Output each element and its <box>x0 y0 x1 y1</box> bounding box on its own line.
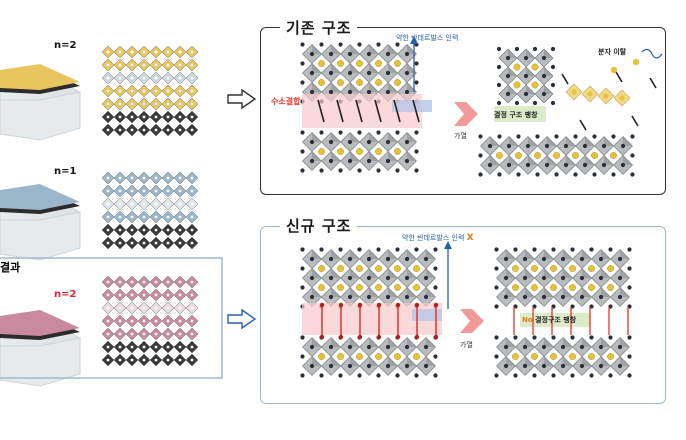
crystal-stack-1 <box>101 45 199 137</box>
old-hbond-text: 수소결합 <box>271 97 301 106</box>
old-detach-text: 분자 이탈 <box>598 48 627 56</box>
film-stack-2 <box>0 184 82 261</box>
film-stack-3 <box>0 310 82 387</box>
old-heat-text: 가열 <box>454 132 467 140</box>
film-label-3: n=2 <box>54 289 77 300</box>
old-expansion-text: 결정 구조 팽창 <box>494 111 538 119</box>
new-heat-text: 가열 <box>460 341 473 349</box>
new-structure-diagram <box>300 241 632 378</box>
vdw-band <box>392 100 432 112</box>
crystal-stack-3 <box>101 275 199 367</box>
heat-arrow-new-icon <box>460 309 484 333</box>
arrow-to-old-icon <box>227 88 257 110</box>
expansion-box-old <box>494 106 546 122</box>
arrow-to-new-icon <box>227 308 257 330</box>
heat-arrow-old-icon <box>454 102 478 126</box>
left-column-figure <box>0 45 223 387</box>
new-weak-vdw-text: 약한 반데르발스 인력 X <box>402 233 474 243</box>
old-structure-diagram <box>300 36 663 177</box>
film-stack-1 <box>0 64 82 141</box>
film-label-2: n=1 <box>54 166 77 177</box>
old-structure-title: 기존 구조 <box>280 17 358 38</box>
new-no-expansion-text: No 결정구조 팽창 <box>522 316 577 324</box>
old-weak-vdw-text: 약한 반데르발스 인력 <box>396 34 459 42</box>
result-label: 결과 <box>0 259 21 275</box>
new-structure-title: 신규 구조 <box>280 215 358 236</box>
result-box <box>0 257 223 379</box>
film-label-1: n=2 <box>54 40 77 51</box>
crystal-stack-2 <box>101 171 199 250</box>
no-expansion-box <box>520 313 590 327</box>
